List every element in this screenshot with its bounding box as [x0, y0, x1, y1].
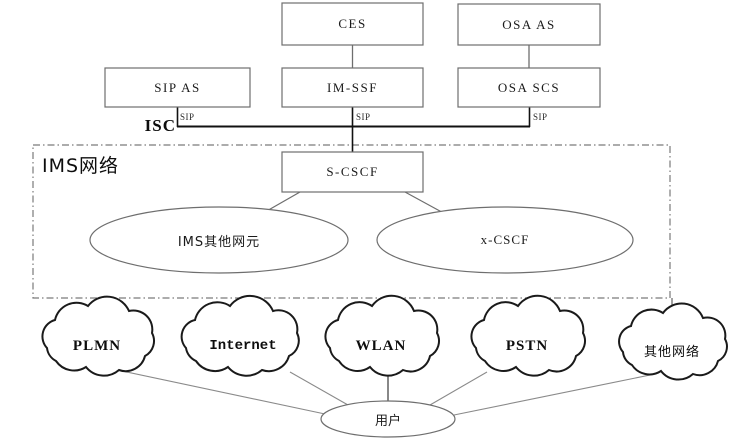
access-network-clouds [41, 294, 728, 381]
link-internet-user [289, 371, 349, 406]
cloud-plmn[interactable] [41, 295, 155, 377]
ellipse-x-cscf[interactable] [376, 206, 634, 274]
box-sip-as[interactable] [104, 67, 251, 108]
function-boxes [104, 2, 601, 193]
box-im-ssf[interactable] [281, 67, 424, 108]
link-pstn-user [429, 371, 488, 406]
link-other-net-user [453, 373, 656, 416]
cloud-other-net[interactable] [618, 302, 728, 381]
cloud-wlan[interactable] [324, 294, 440, 377]
cloud-pstn[interactable] [470, 294, 586, 377]
box-s-cscf[interactable] [281, 151, 424, 193]
ims-zone-border [32, 144, 671, 299]
box-osa-as[interactable] [457, 3, 601, 46]
box-osa-scs[interactable] [457, 67, 601, 108]
ellipse-ims-other[interactable] [89, 206, 349, 274]
box-ces[interactable] [281, 2, 424, 46]
cloud-internet[interactable] [180, 294, 300, 377]
ellipse-user[interactable] [320, 400, 456, 438]
ims-entity-ellipses [89, 206, 634, 274]
link-plmn-user [121, 370, 326, 415]
